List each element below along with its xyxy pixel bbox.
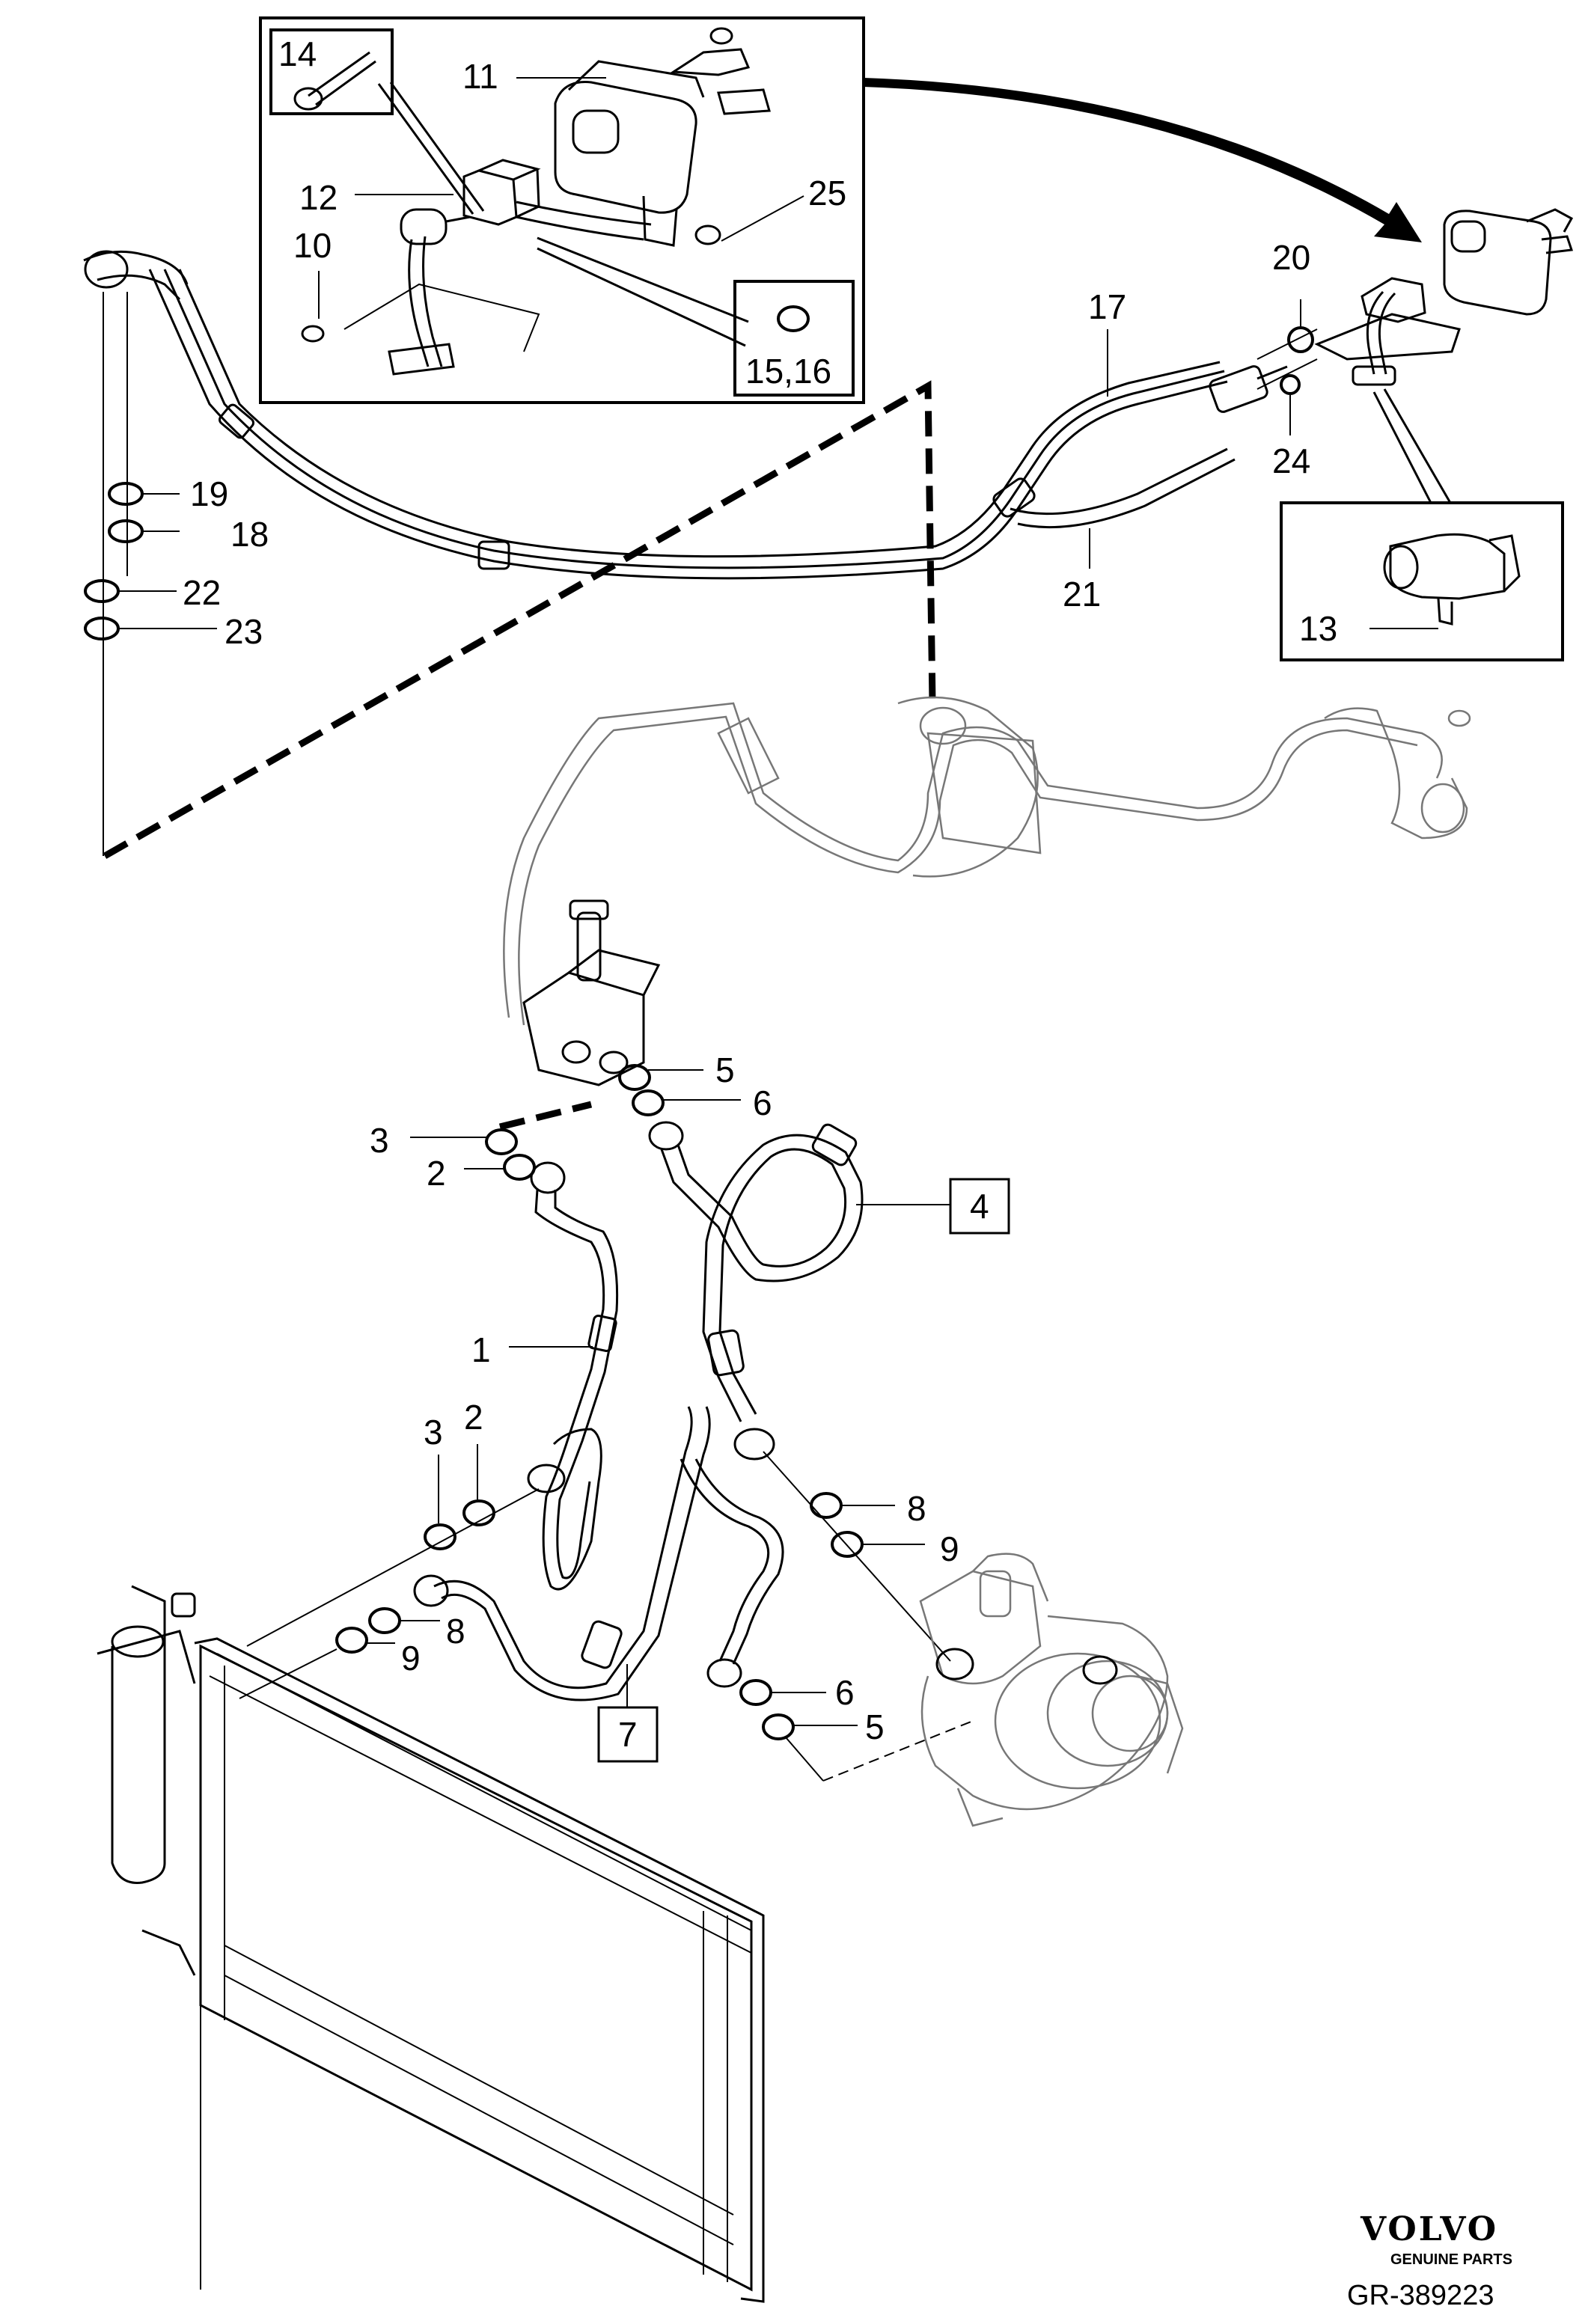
callout-11: 11 [462, 57, 498, 96]
callout-2: 2 [427, 1154, 446, 1193]
callout-9: 9 [940, 1529, 959, 1568]
o-ring-icon [810, 1492, 843, 1519]
callout-13: 13 [1299, 609, 1337, 648]
o-ring-icon [485, 1128, 518, 1155]
vehicle-ac-piping [503, 696, 1471, 1086]
heater-valve-inset: 14 11 12 10 25 15,16 [259, 16, 865, 404]
o-ring-icon [762, 1713, 795, 1740]
bolt-icon [293, 51, 376, 111]
connection-dashed-line [103, 380, 936, 859]
callout-19: 19 [190, 474, 228, 513]
callout-9: 9 [401, 1639, 421, 1678]
callout-4: 4 [970, 1187, 989, 1226]
genuine-parts-tagline: GENUINE PARTS [1390, 2251, 1512, 2268]
callout-2: 2 [464, 1398, 483, 1437]
callout-25: 25 [808, 174, 846, 212]
refrigerant-line-4 [648, 1121, 864, 1461]
o-ring-icon [108, 519, 144, 543]
volvo-logo: VOLVO [1360, 2210, 1498, 2248]
callout-box-7 [597, 1706, 659, 1763]
callout-1: 1 [471, 1330, 491, 1369]
o-ring-icon [777, 305, 810, 332]
o-ring-icon [335, 1627, 368, 1654]
nut-icon [301, 325, 325, 343]
o-ring-icon [84, 579, 120, 603]
condenser-icon [97, 1585, 765, 2303]
callout-8: 8 [446, 1612, 465, 1651]
o-ring-icon [618, 1064, 651, 1091]
o-ring-icon [503, 1154, 536, 1181]
callout-12: 12 [299, 178, 338, 217]
o-ring-icon [84, 617, 120, 640]
o-ring-icon [368, 1607, 401, 1634]
refrigerant-line-7 [413, 1406, 784, 1701]
callout-10: 10 [293, 226, 332, 265]
callout-6: 6 [835, 1673, 855, 1712]
o-ring-icon [424, 1523, 456, 1550]
callout-24: 24 [1272, 441, 1310, 480]
diagram-reference: GR-389223 [1347, 2280, 1494, 2311]
callout-18: 18 [230, 515, 269, 554]
arrow-icon [864, 78, 1422, 242]
callout-3: 3 [370, 1121, 389, 1160]
callout-23: 23 [225, 612, 263, 651]
o-ring-icon [632, 1089, 665, 1116]
callout-5: 5 [715, 1051, 735, 1089]
o-ring-icon [739, 1679, 772, 1706]
o-ring-icon [1280, 374, 1301, 395]
callout-22: 22 [183, 573, 221, 612]
compressor-icon [919, 1553, 1184, 1827]
heater-unit-icon [554, 27, 771, 247]
callout-8: 8 [907, 1489, 926, 1528]
callout-7: 7 [618, 1715, 638, 1754]
refrigerant-line-1 [527, 1161, 619, 1591]
heater-assembly-icon [1314, 208, 1574, 386]
callout-14: 14 [278, 34, 317, 73]
callout-3: 3 [424, 1413, 443, 1452]
callout-21: 21 [1063, 575, 1101, 614]
o-ring-icon [108, 482, 144, 506]
callout-17: 17 [1088, 287, 1126, 326]
o-ring-icon [1287, 326, 1314, 353]
callout-20: 20 [1272, 238, 1310, 277]
connection-dashed-line [498, 1101, 593, 1131]
sensor-inset: 13 [1280, 388, 1564, 661]
callout-15-16: 15,16 [745, 352, 831, 391]
callout-5: 5 [865, 1707, 885, 1746]
callout-box-4 [949, 1178, 1010, 1235]
refrigerant-line-17-21 [83, 250, 1288, 580]
callout-6: 6 [753, 1083, 772, 1122]
